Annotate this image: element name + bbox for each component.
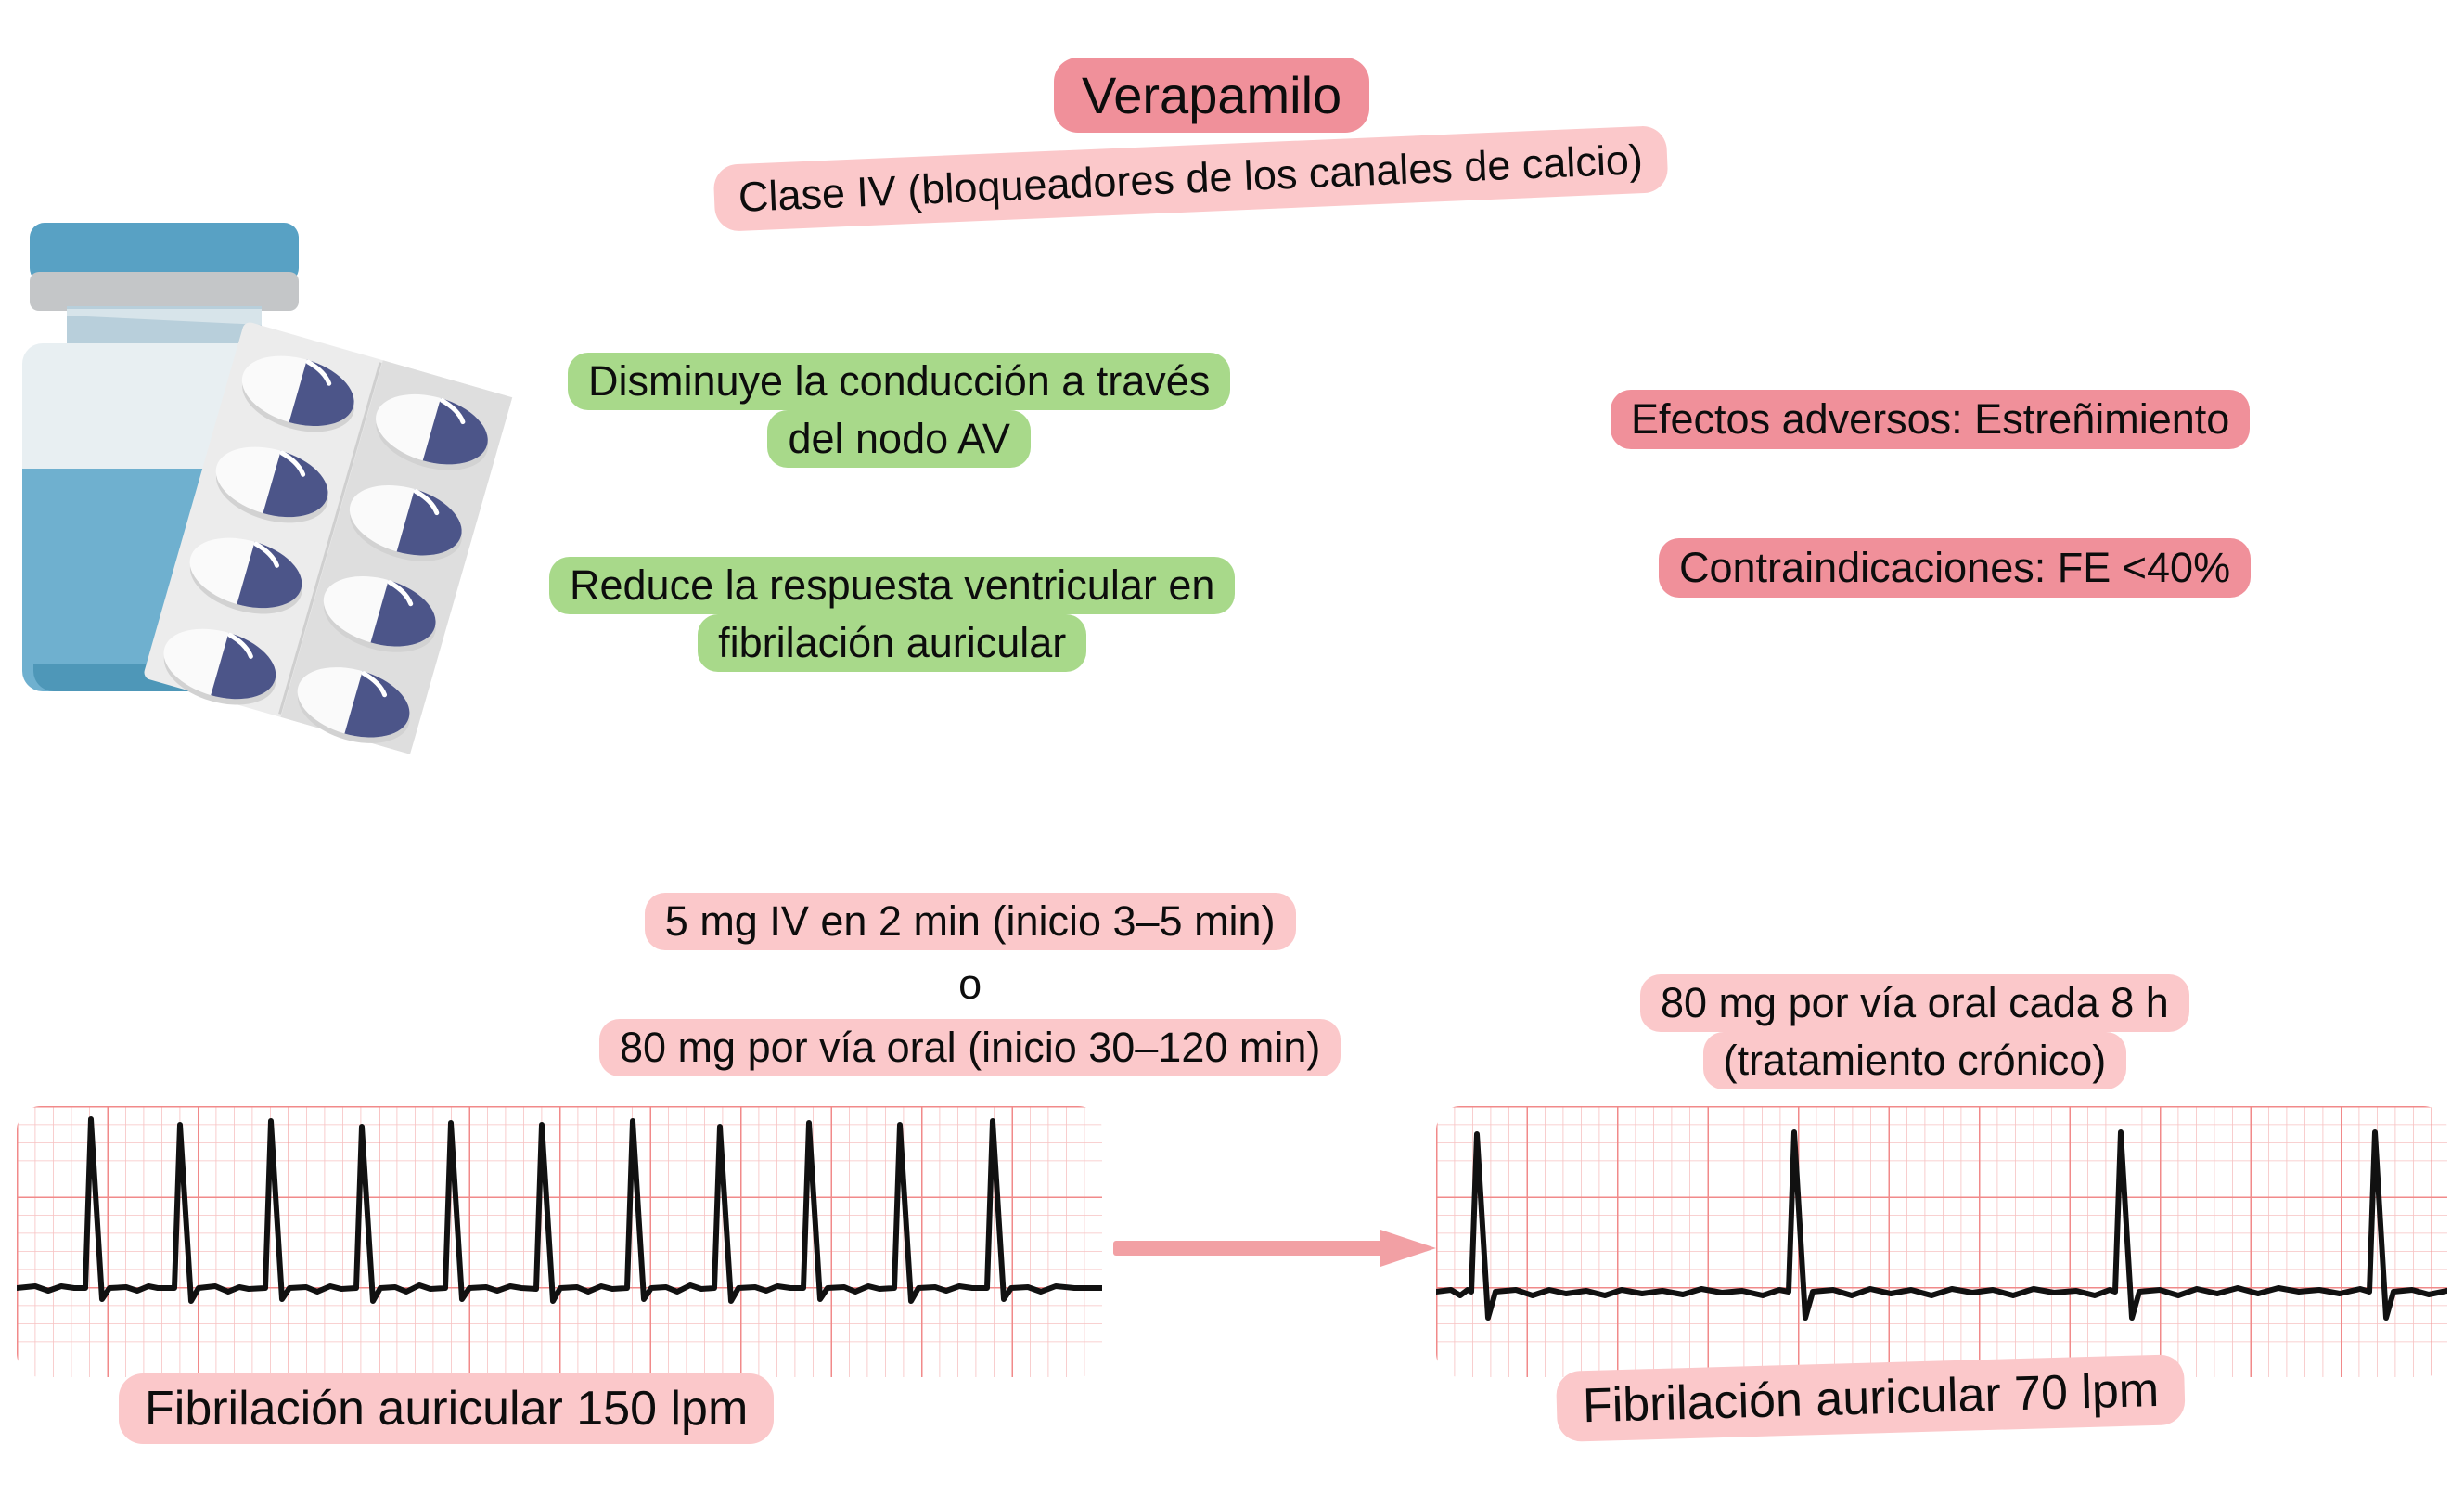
ecg-before-caption: Fibrilación auricular 150 lpm — [119, 1373, 775, 1444]
medication-illustration — [9, 200, 687, 849]
mechanism-line: Disminuye la conducción a través — [568, 353, 1231, 410]
ecg-trace — [17, 1116, 1102, 1304]
mechanism-box-ventricular-response: Reduce la respuesta ventricular en fibri… — [549, 557, 1236, 672]
mechanism-line: fibrilación auricular — [698, 614, 1087, 672]
blister-pack-icon — [144, 322, 513, 754]
dose-chronic-sublabel: (tratamiento crónico) — [1702, 1032, 2127, 1089]
mechanism-line: Reduce la respuesta ventricular en — [549, 557, 1236, 614]
page-title: Verapamilo — [1054, 58, 1370, 133]
ecg-strip-after — [1436, 1106, 2447, 1377]
adverse-effects-label: Efectos adversos: Estreñimiento — [1611, 390, 2251, 449]
ecg-strip-before — [17, 1106, 1102, 1377]
mechanism-line: del nodo AV — [767, 410, 1031, 468]
contraindications-label: Contraindicaciones: FE <40% — [1659, 538, 2252, 598]
dosing-block: 5 mg IV en 2 min (inicio 3–5 min) o 80 m… — [599, 893, 1341, 1076]
dose-oral-acute-label: 80 mg por vía oral (inicio 30–120 min) — [599, 1019, 1341, 1076]
chronic-dosing-block: 80 mg por vía oral cada 8 h (tratamiento… — [1640, 974, 2189, 1089]
mechanism-box-av-node: Disminuye la conducción a través del nod… — [568, 353, 1231, 468]
drug-class-label: Clase IV (bloqueadores de los canales de… — [712, 125, 1669, 232]
ecg-trace — [1436, 1129, 2447, 1321]
transition-arrow-icon — [1113, 1227, 1436, 1270]
dose-separator-label: o — [958, 960, 982, 1008]
dose-chronic-label: 80 mg por vía oral cada 8 h — [1640, 974, 2189, 1032]
dose-iv-label: 5 mg IV en 2 min (inicio 3–5 min) — [644, 893, 1296, 950]
